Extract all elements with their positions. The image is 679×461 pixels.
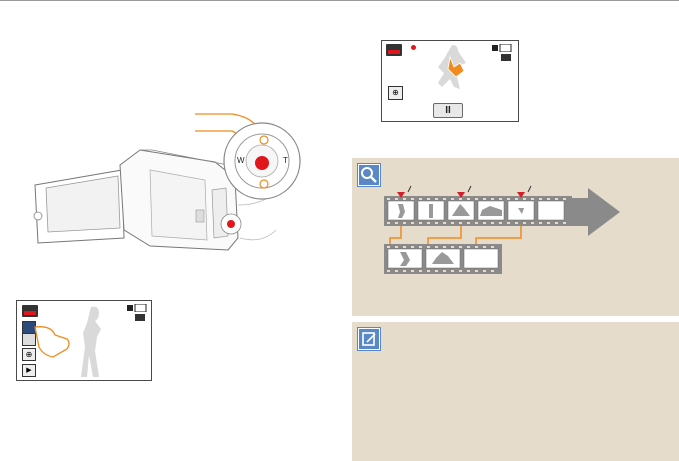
- magnifier-icon: [358, 164, 380, 186]
- camcorder-illustration: [33, 113, 301, 251]
- camera-icon[interactable]: [22, 333, 36, 346]
- battery-icon: [492, 44, 512, 52]
- recording-screen-preview: ⊕ II: [381, 40, 519, 122]
- record-mode-icon: [22, 305, 38, 317]
- touch-screen-preview: ⊕ ▶: [16, 300, 152, 381]
- zoom-in-icon[interactable]: ⊕: [388, 86, 403, 100]
- recording-indicator: [411, 45, 416, 50]
- subject-silhouette: [81, 306, 101, 377]
- dial-tele-label: T: [283, 156, 288, 165]
- top-rule: [0, 0, 679, 1]
- panel-separator: [352, 316, 679, 322]
- note-icon: [358, 328, 380, 350]
- note-panel: [352, 322, 679, 461]
- dial-wide-label: W: [237, 156, 245, 165]
- battery-icon: [127, 304, 147, 312]
- record-mode-icon: [386, 44, 402, 56]
- memory-card-icon: [501, 54, 511, 61]
- memory-card-icon: [135, 314, 145, 321]
- touch-hand-icon: [34, 326, 70, 358]
- zoom-in-icon[interactable]: ⊕: [22, 348, 36, 361]
- arrow-icon: [558, 188, 620, 236]
- play-icon[interactable]: ▶: [22, 364, 36, 377]
- pause-button[interactable]: II: [433, 103, 463, 118]
- filmstrip-panel: [352, 158, 679, 316]
- filmstrip-diagram: [384, 185, 620, 274]
- touch-hand-icon: [447, 55, 465, 78]
